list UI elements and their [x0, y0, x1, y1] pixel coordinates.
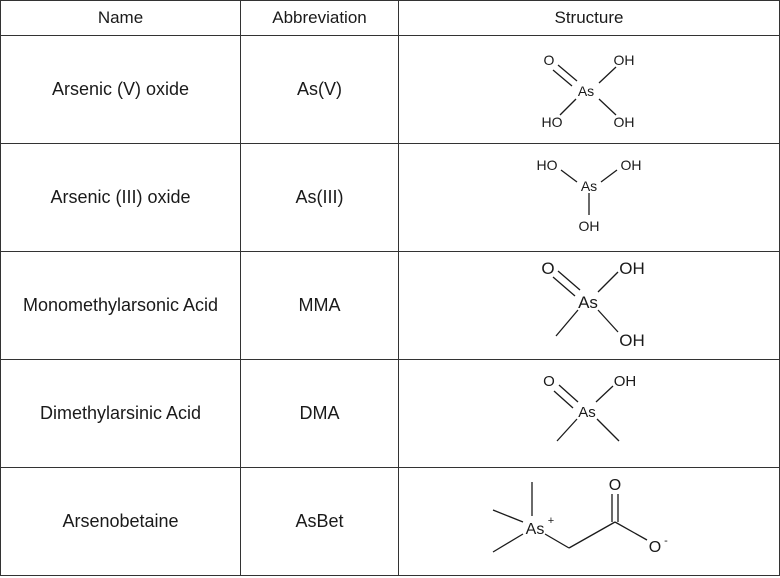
bond — [614, 521, 648, 541]
atom-label: As — [578, 404, 596, 421]
atom-label: O — [541, 259, 554, 278]
compound-name: Arsenic (V) oxide — [0, 35, 241, 144]
atom-label: As — [578, 293, 598, 312]
atom-label: O — [544, 52, 555, 68]
header-row: Name Abbreviation Structure — [0, 0, 780, 36]
compound-name: Dimethylarsinic Acid — [0, 359, 241, 468]
bond — [595, 385, 614, 403]
bond-methyl — [492, 509, 524, 523]
compound-name: Arsenic (III) oxide — [0, 143, 241, 252]
structure-arsenic-iii-oxide: As HO OH OH — [537, 157, 642, 234]
table-row: Arsenic (III) oxide As(III) As HO OH OH — [0, 143, 780, 252]
bond-double-a — [557, 270, 581, 291]
bond — [568, 521, 616, 549]
compound-abbreviation: DMA — [240, 359, 399, 468]
compound-name: Arsenobetaine — [0, 467, 241, 576]
atom-label: OH — [619, 331, 645, 350]
bond — [560, 169, 578, 183]
bond — [597, 271, 619, 293]
table-row: Monomethylarsonic Acid MMA As O OH OH — [0, 251, 780, 360]
bond — [600, 169, 618, 183]
bond-double-a — [558, 384, 579, 403]
table-row: Arsenobetaine AsBet As + O O - — [0, 467, 780, 576]
compound-abbreviation: MMA — [240, 251, 399, 360]
header-abbreviation: Abbreviation — [240, 0, 399, 36]
atom-label: As — [526, 521, 545, 538]
structure-arsenobetaine: As + O O - — [492, 477, 668, 556]
structure-cell: As O OH HO OH — [398, 35, 780, 144]
atom-label: OH — [579, 218, 600, 234]
structure-cell: As + O O - — [398, 467, 780, 576]
bond — [597, 309, 619, 333]
charge-label: - — [664, 535, 668, 547]
structure-arsenic-v-oxide: As O OH HO OH — [542, 52, 635, 130]
header-structure: Structure — [398, 0, 780, 36]
bond-methyl — [556, 418, 578, 442]
table-row: Arsenic (V) oxide As(V) As O OH HO OH — [0, 35, 780, 144]
bond-methyl — [596, 418, 620, 442]
atom-label: O — [609, 477, 621, 494]
bond-double-b — [552, 276, 576, 297]
bond-double-b — [552, 69, 573, 86]
bond-double-a — [557, 64, 578, 81]
table-row: Dimethylarsinic Acid DMA As O OH — [0, 359, 780, 468]
atom-label: OH — [619, 259, 645, 278]
structure-mma: As O OH OH — [541, 259, 645, 350]
header-name: Name — [0, 0, 241, 36]
compound-abbreviation: As(V) — [240, 35, 399, 144]
atom-label: O — [543, 373, 555, 390]
atom-label: OH — [614, 114, 635, 130]
bond-methyl — [555, 309, 579, 337]
bond-double-b — [553, 390, 574, 409]
atom-label: O — [649, 539, 661, 556]
atom-label: OH — [621, 157, 642, 173]
atom-label: OH — [614, 52, 635, 68]
structure-cell: As HO OH OH — [398, 143, 780, 252]
structure-dma: As O OH — [543, 373, 637, 442]
structure-cell: As O OH OH — [398, 251, 780, 360]
bond — [559, 98, 577, 115]
bond — [544, 533, 570, 549]
atom-label: HO — [542, 114, 563, 130]
charge-label: + — [548, 515, 554, 527]
atom-label: HO — [537, 157, 558, 173]
atom-label: OH — [614, 373, 637, 390]
compound-name: Monomethylarsonic Acid — [0, 251, 241, 360]
bond — [598, 66, 617, 83]
bond-methyl — [492, 533, 524, 553]
structure-cell: As O OH — [398, 359, 780, 468]
bond — [598, 98, 617, 115]
compound-abbreviation: AsBet — [240, 467, 399, 576]
atom-label: As — [581, 178, 597, 194]
atom-label: As — [578, 83, 594, 99]
compound-abbreviation: As(III) — [240, 143, 399, 252]
